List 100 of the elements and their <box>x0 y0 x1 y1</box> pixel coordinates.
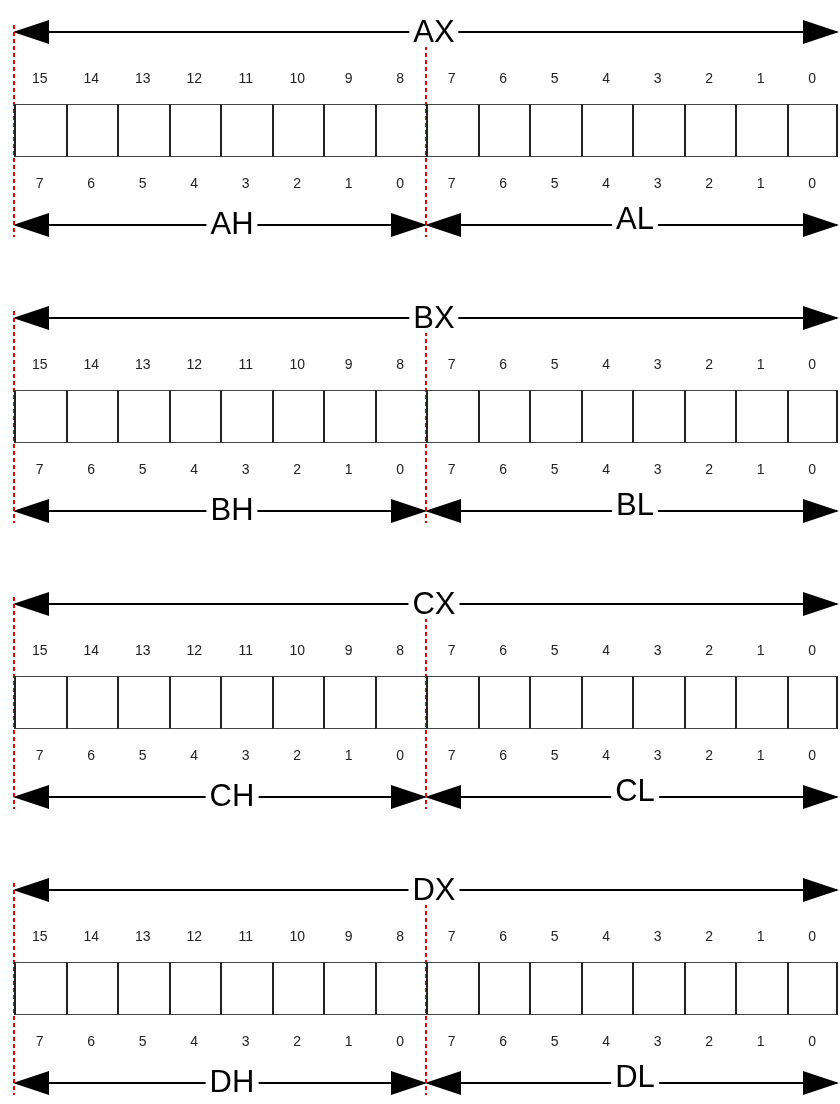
bit-number: 11 <box>238 71 253 85</box>
bit-number: 3 <box>653 643 662 657</box>
bit-number: 5 <box>138 462 147 476</box>
bit-number: 1 <box>756 643 765 657</box>
bit-number: 13 <box>134 357 151 371</box>
bit-number: 5 <box>138 1034 147 1048</box>
bit-number: 5 <box>550 357 559 371</box>
bit-number: 6 <box>499 643 508 657</box>
bit-number: 2 <box>705 748 714 762</box>
bit-number: 6 <box>499 1034 508 1048</box>
bit-number: 5 <box>550 929 559 943</box>
bit-number: 2 <box>705 462 714 476</box>
bit-number: 5 <box>550 1034 559 1048</box>
bit-number: 13 <box>134 643 151 657</box>
bit-number: 6 <box>499 357 508 371</box>
bit-number: 6 <box>499 176 508 190</box>
bit-number: 7 <box>447 748 456 762</box>
bit-number: 4 <box>602 71 611 85</box>
bit-number: 4 <box>602 748 611 762</box>
bit-number: 7 <box>35 176 44 190</box>
bit-number: 8 <box>396 357 405 371</box>
bit-number: 13 <box>134 71 151 85</box>
bit-number: 3 <box>241 462 250 476</box>
bit-number: 2 <box>293 1034 302 1048</box>
bit-number: 10 <box>289 71 306 85</box>
bit-number: 0 <box>808 748 817 762</box>
bit-number: 3 <box>653 71 662 85</box>
bit-number: 12 <box>186 643 203 657</box>
bit-number: 8 <box>396 71 405 85</box>
bit-number: 3 <box>653 1034 662 1048</box>
bit-number: 0 <box>396 176 405 190</box>
bit-number: 2 <box>705 1034 714 1048</box>
bit-number: 0 <box>396 748 405 762</box>
bit-number: 15 <box>31 71 48 85</box>
bit-number: 6 <box>499 929 508 943</box>
bit-number: 15 <box>31 357 48 371</box>
bit-number: 7 <box>447 357 456 371</box>
bit-number: 10 <box>289 357 306 371</box>
bit-number: 2 <box>705 71 714 85</box>
bit-number: 0 <box>396 1034 405 1048</box>
bit-number: 0 <box>808 929 817 943</box>
bit-number: 7 <box>447 929 456 943</box>
bit-number: 9 <box>344 929 353 943</box>
bit-number: 3 <box>653 176 662 190</box>
bit-number: 1 <box>756 1034 765 1048</box>
bit-number: 1 <box>756 176 765 190</box>
bit-number: 14 <box>83 643 100 657</box>
bit-number: 9 <box>344 357 353 371</box>
bit-number: 0 <box>808 71 817 85</box>
bit-number: 6 <box>499 462 508 476</box>
bit-number: 5 <box>550 643 559 657</box>
bit-number: 15 <box>31 929 48 943</box>
bit-number: 6 <box>499 71 508 85</box>
bit-number: 12 <box>186 929 203 943</box>
bit-number: 1 <box>756 462 765 476</box>
bit-number: 11 <box>238 357 253 371</box>
bit-number: 1 <box>344 1034 353 1048</box>
bit-number: 15 <box>31 643 48 657</box>
bit-number: 3 <box>653 929 662 943</box>
bit-number: 7 <box>35 1034 44 1048</box>
bit-number: 13 <box>134 929 151 943</box>
bit-number: 5 <box>138 176 147 190</box>
bit-number: 7 <box>447 1034 456 1048</box>
bit-number: 3 <box>653 748 662 762</box>
bit-number: 5 <box>550 748 559 762</box>
bit-number: 4 <box>602 929 611 943</box>
bit-number: 4 <box>190 748 199 762</box>
bit-number: 3 <box>241 748 250 762</box>
bit-number: 1 <box>344 176 353 190</box>
bit-number: 11 <box>238 643 253 657</box>
bit-number: 4 <box>602 1034 611 1048</box>
bit-number: 4 <box>190 1034 199 1048</box>
bit-number: 0 <box>808 176 817 190</box>
bit-number: 6 <box>87 748 96 762</box>
bit-number: 3 <box>653 357 662 371</box>
bit-number: 1 <box>756 71 765 85</box>
bit-number: 4 <box>602 462 611 476</box>
bit-number: 14 <box>83 929 100 943</box>
bit-number: 0 <box>808 643 817 657</box>
bit-number: 10 <box>289 643 306 657</box>
bit-number: 10 <box>289 929 306 943</box>
bit-number: 4 <box>190 462 199 476</box>
bit-number: 2 <box>705 176 714 190</box>
bit-number: 1 <box>756 748 765 762</box>
bit-number: 3 <box>241 176 250 190</box>
bit-number: 2 <box>705 643 714 657</box>
bit-number: 12 <box>186 357 203 371</box>
bit-number: 6 <box>87 462 96 476</box>
bit-number: 2 <box>293 748 302 762</box>
bit-number: 8 <box>396 929 405 943</box>
bit-number: 3 <box>241 1034 250 1048</box>
bit-number: 14 <box>83 71 100 85</box>
bit-number: 0 <box>808 462 817 476</box>
bit-number: 1 <box>756 357 765 371</box>
bit-number: 7 <box>35 748 44 762</box>
bit-number: 2 <box>293 176 302 190</box>
bit-number: 2 <box>705 357 714 371</box>
bit-number: 1 <box>756 929 765 943</box>
bit-number: 6 <box>87 176 96 190</box>
bit-number: 7 <box>447 176 456 190</box>
